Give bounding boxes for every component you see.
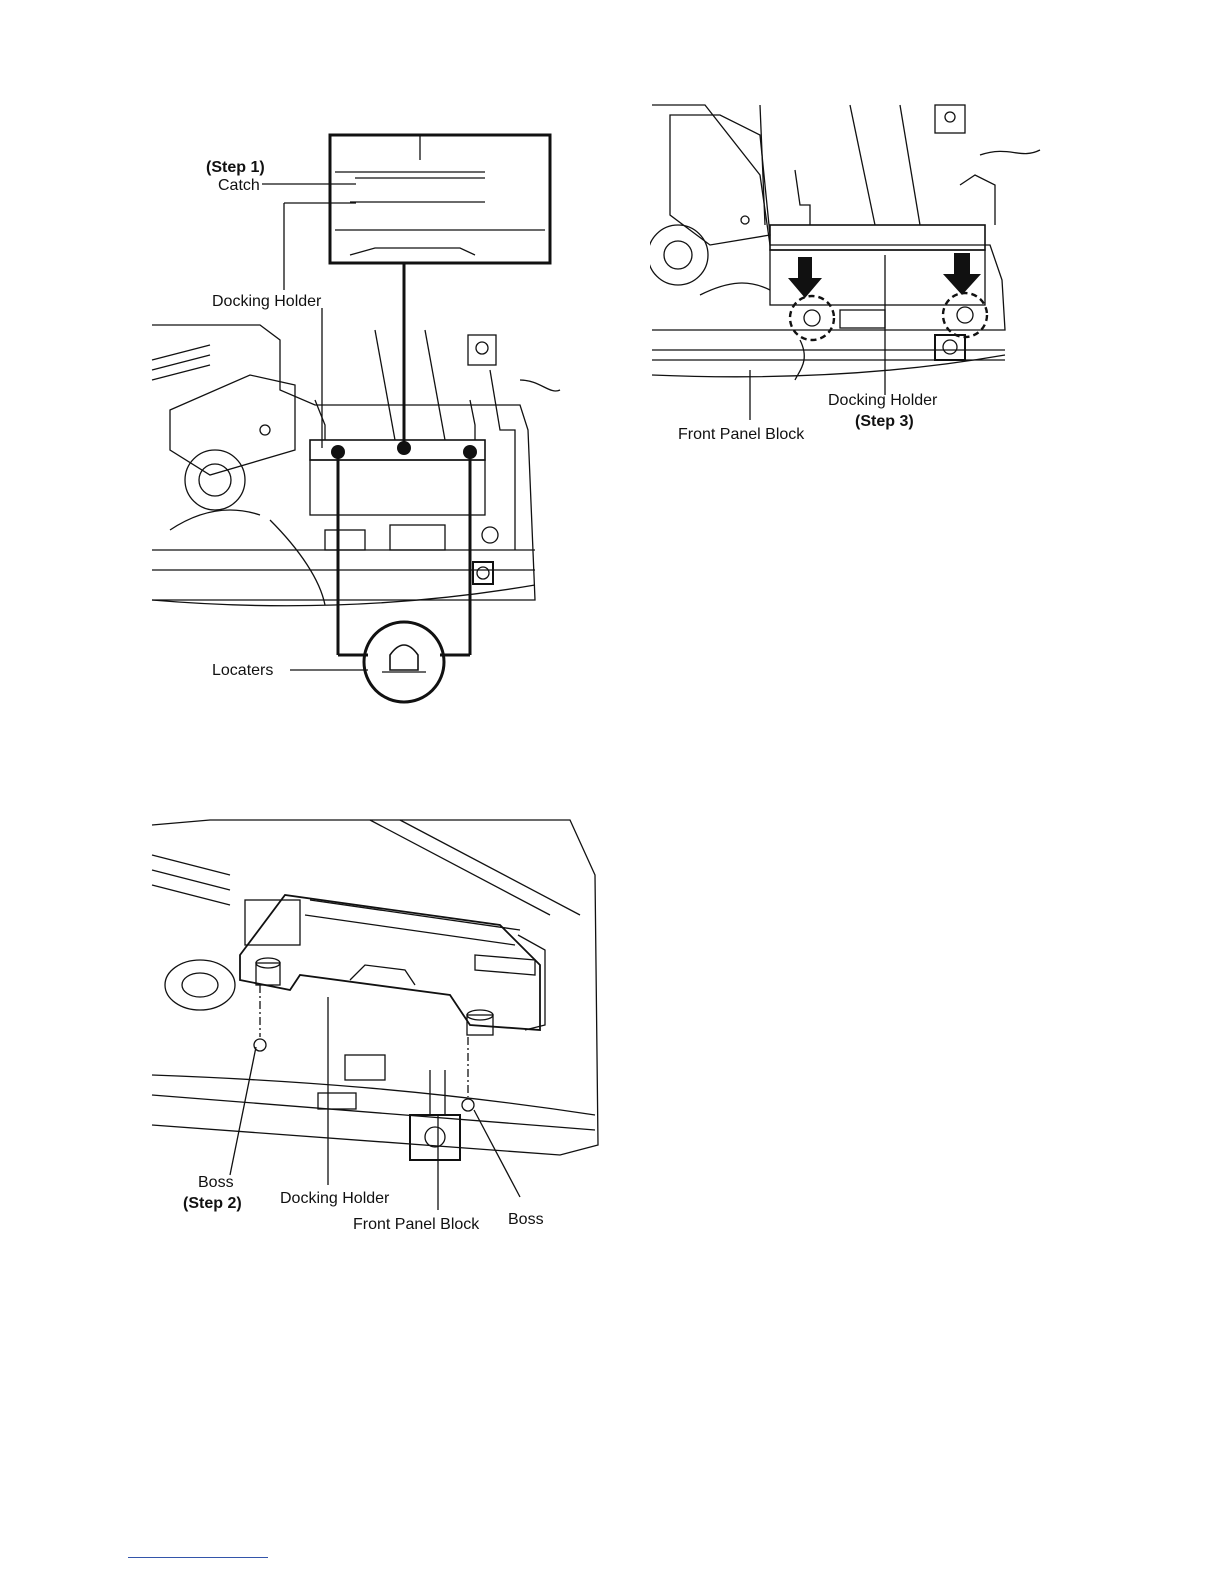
step3-docking-holder-label: Docking Holder bbox=[828, 392, 938, 409]
step1-diagram: (Step 1) Catch Docking Holder Locaters bbox=[150, 130, 590, 710]
press-arrow-left bbox=[788, 257, 822, 298]
locater-detail-circle bbox=[364, 622, 444, 702]
step2-boss-right-label: Boss bbox=[508, 1211, 544, 1228]
catch-detail-inset bbox=[330, 135, 550, 263]
step3-step-label: (Step 3) bbox=[855, 413, 914, 430]
step2-boss-label: Boss bbox=[198, 1174, 234, 1191]
catch-marker bbox=[397, 441, 411, 455]
step1-locaters-label: Locaters bbox=[212, 662, 273, 679]
figure-step2: Boss (Step 2) Docking Holder Front Panel… bbox=[150, 815, 610, 1235]
figure-step1: (Step 1) Catch Docking Holder Locaters bbox=[150, 130, 590, 710]
step3-diagram: Docking Holder (Step 3) Front Panel Bloc… bbox=[650, 95, 1050, 455]
figure-step3: Docking Holder (Step 3) Front Panel Bloc… bbox=[650, 95, 1050, 455]
step1-docking-holder-label: Docking Holder bbox=[212, 293, 322, 310]
footer-rule bbox=[128, 1557, 268, 1558]
step1-catch-label: Catch bbox=[218, 177, 260, 194]
step2-docking-holder-label: Docking Holder bbox=[280, 1190, 390, 1207]
step2-step-label: (Step 2) bbox=[183, 1195, 242, 1212]
press-arrow-right bbox=[943, 253, 981, 295]
locater-marker-right bbox=[463, 445, 477, 459]
boss-highlight-left bbox=[790, 296, 834, 340]
locater-marker-left bbox=[331, 445, 345, 459]
docking-holder-bar bbox=[770, 225, 985, 250]
step2-front-panel-label: Front Panel Block bbox=[353, 1216, 480, 1233]
step3-front-panel-label: Front Panel Block bbox=[678, 426, 805, 443]
docking-holder-body bbox=[240, 895, 540, 1030]
step2-diagram: Boss (Step 2) Docking Holder Front Panel… bbox=[150, 815, 610, 1235]
step1-step-label: (Step 1) bbox=[206, 159, 265, 176]
